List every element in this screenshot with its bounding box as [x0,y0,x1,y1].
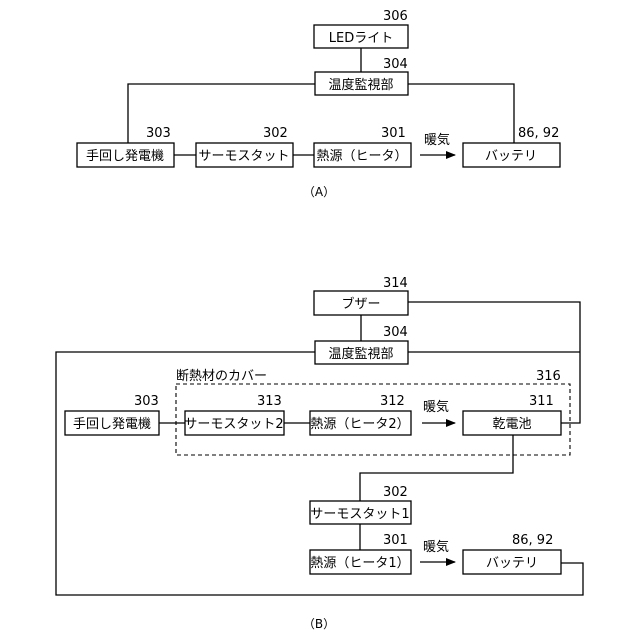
generator-ref: 303 [146,126,171,141]
warm-air-label-top: 暖気 [423,399,449,415]
monitor-ref-b: 304 [383,325,408,340]
thermostat1-ref: 302 [383,485,408,500]
buzzer-label: ブザー [341,296,380,312]
insulation-cover-label: 断熱材のカバー [176,369,267,384]
heater2-label: 熱源（ヒータ2） [310,417,409,432]
generator-ref-b: 303 [134,394,159,409]
figure-b-caption: （B） [303,617,335,631]
figure-a-caption: （A） [303,185,335,199]
figure-a: LEDライト 306 温度監視部 304 手回し発電機 303 サーモスタット … [77,9,560,199]
battery-label-b: バッテリ [486,556,538,571]
led-light-label: LEDライト [329,31,393,46]
thermostat-label: サーモスタット [198,149,289,164]
battery-ref: 86, 92 [518,126,559,141]
heater1-label: 熱源（ヒータ1） [310,556,409,571]
generator-label-b: 手回し発電機 [73,417,151,432]
monitor-label: 温度監視部 [328,77,393,93]
thermostat2-ref: 313 [257,394,282,409]
heater1-ref: 301 [383,533,408,548]
monitor-ref: 304 [383,57,408,72]
warm-air-label-bottom: 暖気 [423,539,449,555]
buzzer-ref: 314 [383,276,408,291]
insulation-cover-ref: 316 [536,369,561,384]
generator-label: 手回し発電機 [86,149,164,164]
battery-ref-b: 86, 92 [512,533,553,548]
thermostat2-label: サーモスタット2 [184,417,283,432]
thermostat1-label: サーモスタット1 [310,507,409,522]
thermostat-ref: 302 [263,126,288,141]
battery-label: バッテリ [485,149,537,164]
dry-cell-label: 乾電池 [492,417,531,432]
warm-air-label: 暖気 [424,132,450,148]
heater2-ref: 312 [380,394,405,409]
dry-cell-ref: 311 [529,394,554,409]
heater-label: 熱源（ヒータ） [316,149,407,164]
heater-ref: 301 [381,126,406,141]
led-light-ref: 306 [383,9,408,24]
figure-b: 断熱材のカバー 316 ブザー 314 温度監視部 304 手回し発電機 303… [56,276,583,631]
monitor-label-b: 温度監視部 [328,346,393,362]
